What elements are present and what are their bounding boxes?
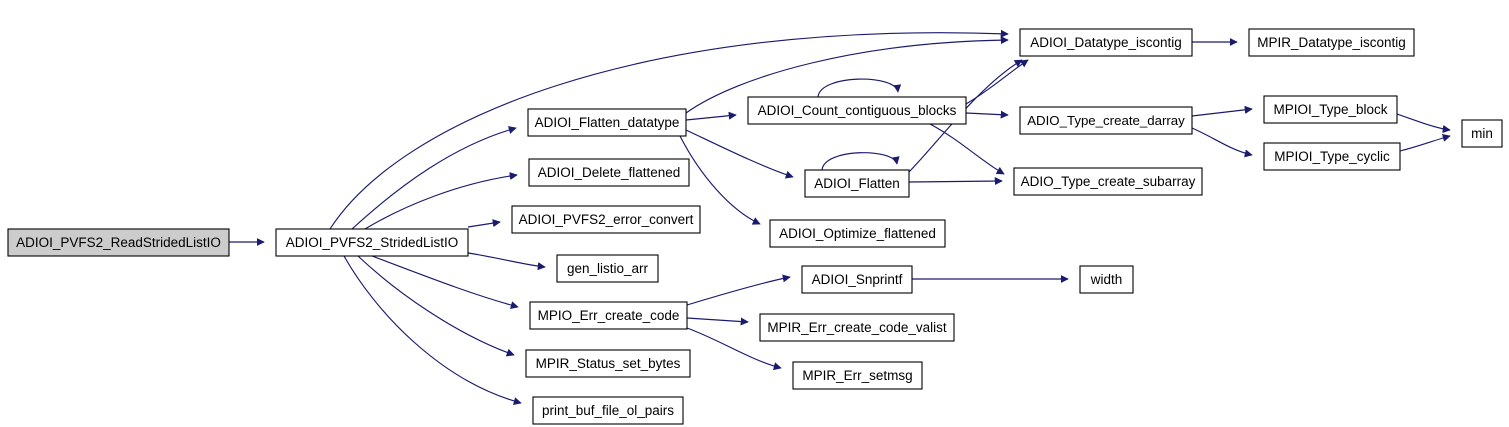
graph-node-strided[interactable]: ADIOI_PVFS2_StridedListIO (275, 228, 469, 257)
node-box[interactable] (804, 169, 910, 198)
node-label: ADIOI_Flatten (814, 176, 900, 191)
node-label: ADIOI_Count_contiguous_blocks (758, 103, 957, 118)
edge-call (351, 126, 517, 230)
node-box[interactable] (525, 349, 691, 378)
edge-call (965, 59, 1029, 105)
graph-node-delete_flattened[interactable]: ADIOI_Delete_flattened (528, 158, 690, 187)
graph-node-darray[interactable]: ADIO_Type_create_darray (1019, 106, 1193, 135)
graph-node-flatten[interactable]: ADIOI_Flatten (804, 169, 910, 198)
nodes-layer: ADIOI_PVFS2_ReadStridedListIO ADIOI_PVFS2… (7, 28, 1503, 425)
edge-call (1396, 113, 1451, 134)
edge-self-loop (821, 152, 900, 171)
node-label: MPIR_Err_setmsg (802, 368, 912, 383)
edge-call (357, 255, 515, 357)
node-box[interactable] (528, 158, 690, 187)
node-box[interactable] (275, 228, 469, 257)
node-label: MPIR_Status_set_bytes (536, 356, 681, 371)
edge-call (908, 177, 1003, 186)
graph-node-status_set_bytes[interactable]: MPIR_Status_set_bytes (525, 349, 691, 378)
edge-call (965, 110, 1009, 119)
graph-node-count_blocks[interactable]: ADIOI_Count_contiguous_blocks (747, 96, 967, 125)
edge-self-loop (817, 78, 902, 98)
graph-node-type_cyclic[interactable]: MPIOI_Type_cyclic (1263, 142, 1401, 171)
node-label: ADIO_Type_create_darray (1027, 113, 1185, 128)
node-label: MPIR_Err_create_code_valist (767, 320, 947, 335)
edge-call (679, 135, 761, 225)
node-box[interactable] (792, 361, 923, 390)
edge-call (929, 123, 1005, 175)
edge-call (686, 327, 782, 371)
edge-call (371, 255, 519, 309)
graph-node-subarray[interactable]: ADIO_Type_create_subarray (1013, 167, 1203, 196)
edge-call (685, 129, 794, 179)
graph-node-type_block[interactable]: MPIOI_Type_block (1263, 95, 1398, 124)
node-box[interactable] (7, 228, 230, 257)
node-box[interactable] (1079, 265, 1134, 294)
node-box[interactable] (1019, 28, 1193, 57)
node-box[interactable] (1248, 28, 1415, 57)
node-label: ADIOI_Flatten_datatype (535, 115, 680, 130)
edge-call (467, 219, 501, 228)
graph-node-datatype_iscontig[interactable]: ADIOI_Datatype_iscontig (1019, 28, 1193, 57)
node-box[interactable] (759, 313, 955, 342)
graph-node-error_convert[interactable]: ADIOI_PVFS2_error_convert (511, 205, 701, 234)
graph-node-snprintf[interactable]: ADIOI_Snprintf (801, 265, 913, 294)
node-box[interactable] (532, 396, 684, 425)
node-label: MPIOI_Type_cyclic (1274, 149, 1390, 164)
graph-node-err_code_valist[interactable]: MPIR_Err_create_code_valist (759, 313, 955, 342)
edge-call (1399, 133, 1451, 152)
edge-call (685, 111, 737, 121)
node-label: ADIO_Type_create_subarray (1021, 174, 1196, 189)
edge-call (1191, 105, 1253, 117)
graph-node-err_create_code[interactable]: MPIO_Err_create_code (529, 301, 688, 330)
graph-node-print_buf[interactable]: print_buf_file_ol_pairs (532, 396, 684, 425)
node-label: MPIOI_Type_block (1273, 102, 1387, 117)
node-box[interactable] (1263, 142, 1401, 171)
edges-layer (229, 29, 1451, 405)
graph-node-read_strided[interactable]: ADIOI_PVFS2_ReadStridedListIO (7, 228, 230, 257)
node-label: ADIOI_PVFS2_StridedListIO (286, 235, 459, 250)
graph-node-min[interactable]: min (1461, 119, 1503, 148)
node-label: ADIOI_Optimize_flattened (779, 226, 936, 241)
node-box[interactable] (1461, 119, 1503, 148)
edge-call (1191, 127, 1253, 158)
node-box[interactable] (527, 108, 687, 137)
node-box[interactable] (1263, 95, 1398, 124)
graph-node-optimize_flat[interactable]: ADIOI_Optimize_flattened (769, 219, 946, 248)
graph-node-width[interactable]: width (1079, 265, 1134, 294)
graph-node-mpir_iscontig[interactable]: MPIR_Datatype_iscontig (1248, 28, 1415, 57)
node-box[interactable] (801, 265, 913, 294)
node-box[interactable] (1013, 167, 1203, 196)
node-label: ADIOI_PVFS2_error_convert (519, 212, 694, 227)
edge-call (343, 255, 522, 405)
edge-call (686, 317, 749, 326)
node-label: ADIOI_Datatype_iscontig (1030, 35, 1182, 50)
node-label: width (1090, 272, 1123, 287)
edge-call (467, 252, 546, 271)
edge-call (685, 36, 1009, 114)
edge-call (686, 274, 791, 306)
edge-call (329, 29, 1009, 230)
node-label: print_buf_file_ol_pairs (542, 403, 674, 418)
node-box[interactable] (1019, 106, 1193, 135)
node-label: ADIOI_Snprintf (812, 272, 903, 287)
node-box[interactable] (747, 96, 967, 125)
graph-node-gen_listio[interactable]: gen_listio_arr (556, 254, 659, 283)
node-box[interactable] (529, 301, 688, 330)
node-box[interactable] (511, 205, 701, 234)
node-box[interactable] (556, 254, 659, 283)
node-label: gen_listio_arr (567, 261, 649, 276)
edge-call (364, 172, 518, 230)
graph-node-err_setmsg[interactable]: MPIR_Err_setmsg (792, 361, 923, 390)
graph-node-flatten_datatype[interactable]: ADIOI_Flatten_datatype (527, 108, 687, 137)
node-label: MPIR_Datatype_iscontig (1257, 35, 1406, 50)
node-label: ADIOI_PVFS2_ReadStridedListIO (16, 235, 221, 250)
node-label: min (1471, 126, 1493, 141)
node-box[interactable] (769, 219, 946, 248)
node-label: MPIO_Err_create_code (538, 308, 680, 323)
node-label: ADIOI_Delete_flattened (538, 165, 681, 180)
